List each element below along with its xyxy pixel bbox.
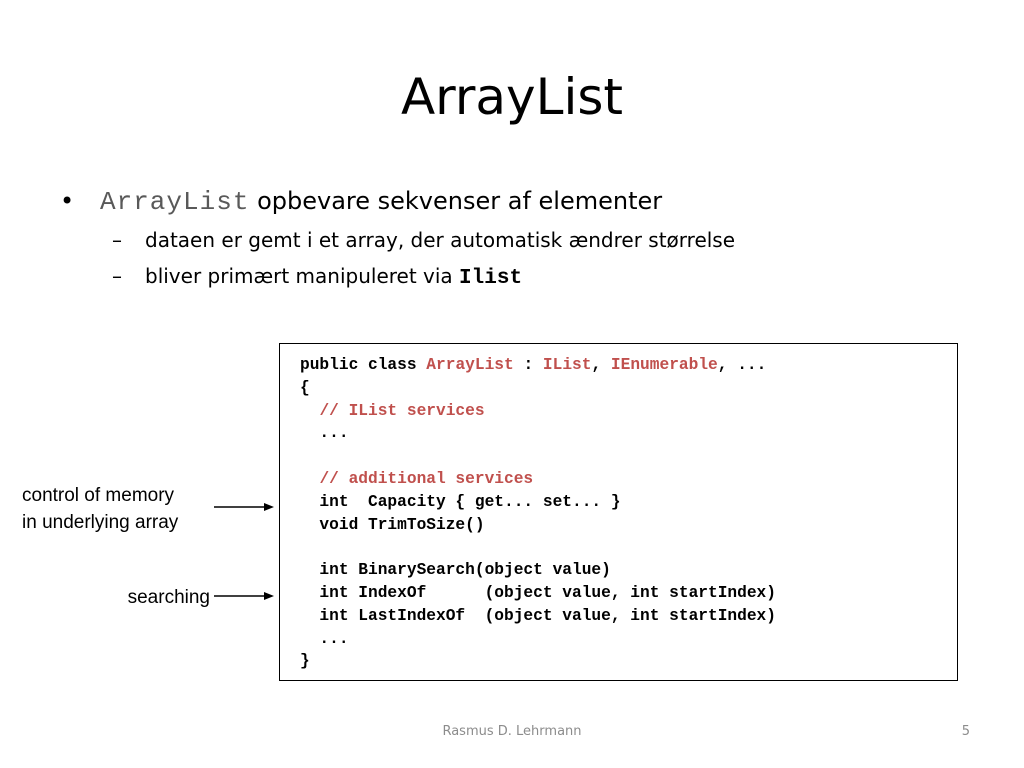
code-text: : (513, 356, 543, 374)
code-line (300, 445, 776, 468)
code-highlight: // IList services (319, 401, 485, 420)
code-line: // IList services (300, 400, 776, 423)
code-text (300, 470, 319, 488)
footer-page-number: 5 (961, 724, 970, 739)
sub-bullet-1: –dataen er gemt i et array, der automati… (112, 225, 735, 255)
code-highlight: // additional services (319, 469, 534, 488)
sub-bullet-marker: – (112, 228, 122, 252)
sub-bullet-marker: – (112, 264, 122, 288)
annotation-memory: control of memory in underlying array (22, 482, 178, 536)
code-line: public class ArrayList : IList, IEnumera… (300, 354, 776, 377)
code-line: void TrimToSize() (300, 514, 776, 537)
code-text: } (300, 652, 310, 671)
code-line (300, 536, 776, 559)
slide-title: ArrayList (400, 68, 624, 126)
code-line: int Capacity { get... set... } (300, 491, 776, 514)
code-line: // additional services (300, 468, 776, 491)
bullet-code-arraylist: ArrayList (100, 187, 250, 217)
code-line: ... (300, 628, 776, 651)
code-text: , (591, 356, 611, 374)
code-listing: public class ArrayList : IList, IEnumera… (300, 354, 776, 673)
annotation-searching: searching (127, 587, 210, 608)
sub-bullet-2: –bliver primært manipuleret via Ilist (112, 261, 522, 294)
code-text: int Capacity { get... set... } (300, 492, 621, 511)
code-text: void TrimToSize() (300, 515, 485, 534)
code-text (300, 402, 319, 420)
code-highlight: IList (542, 356, 592, 374)
sub-bullet-code-ilist: Ilist (459, 267, 523, 290)
code-text: public class (300, 356, 427, 374)
code-text: ... (300, 424, 349, 443)
sub-bullet-text: bliver primært manipuleret via (145, 264, 460, 288)
code-line: int IndexOf (object value, int startInde… (300, 582, 776, 605)
code-highlight: ArrayList (426, 356, 514, 374)
code-line: int LastIndexOf (object value, int start… (300, 605, 776, 628)
bullet-main: • ArrayList opbevare sekvenser af element… (60, 183, 984, 220)
code-text: int BinarySearch(object value) (300, 561, 611, 580)
arrow-memory-icon (214, 503, 274, 511)
annotation-memory-line1: control of memory (22, 485, 175, 506)
bullet-marker: • (60, 187, 75, 215)
code-text: { (300, 378, 310, 397)
code-text: , ... (717, 356, 767, 374)
code-highlight: IEnumerable (610, 356, 718, 374)
footer-author: Rasmus D. Lehrmann (442, 724, 582, 739)
bullet-text: opbevare sekvenser af elementer (249, 187, 663, 215)
code-line: int BinarySearch(object value) (300, 559, 776, 582)
code-text: int IndexOf (object value, int startInde… (300, 583, 776, 602)
code-text: ... (300, 629, 349, 648)
code-line: ... (300, 422, 776, 445)
arrow-searching-icon (214, 592, 274, 600)
sub-bullet-text: dataen er gemt i et array, der automatis… (145, 228, 736, 252)
code-box: public class ArrayList : IList, IEnumera… (279, 343, 958, 681)
annotation-memory-line2: in underlying array (22, 512, 179, 533)
code-line: } (300, 650, 776, 673)
code-line: { (300, 377, 776, 400)
code-text: int LastIndexOf (object value, int start… (300, 606, 776, 625)
